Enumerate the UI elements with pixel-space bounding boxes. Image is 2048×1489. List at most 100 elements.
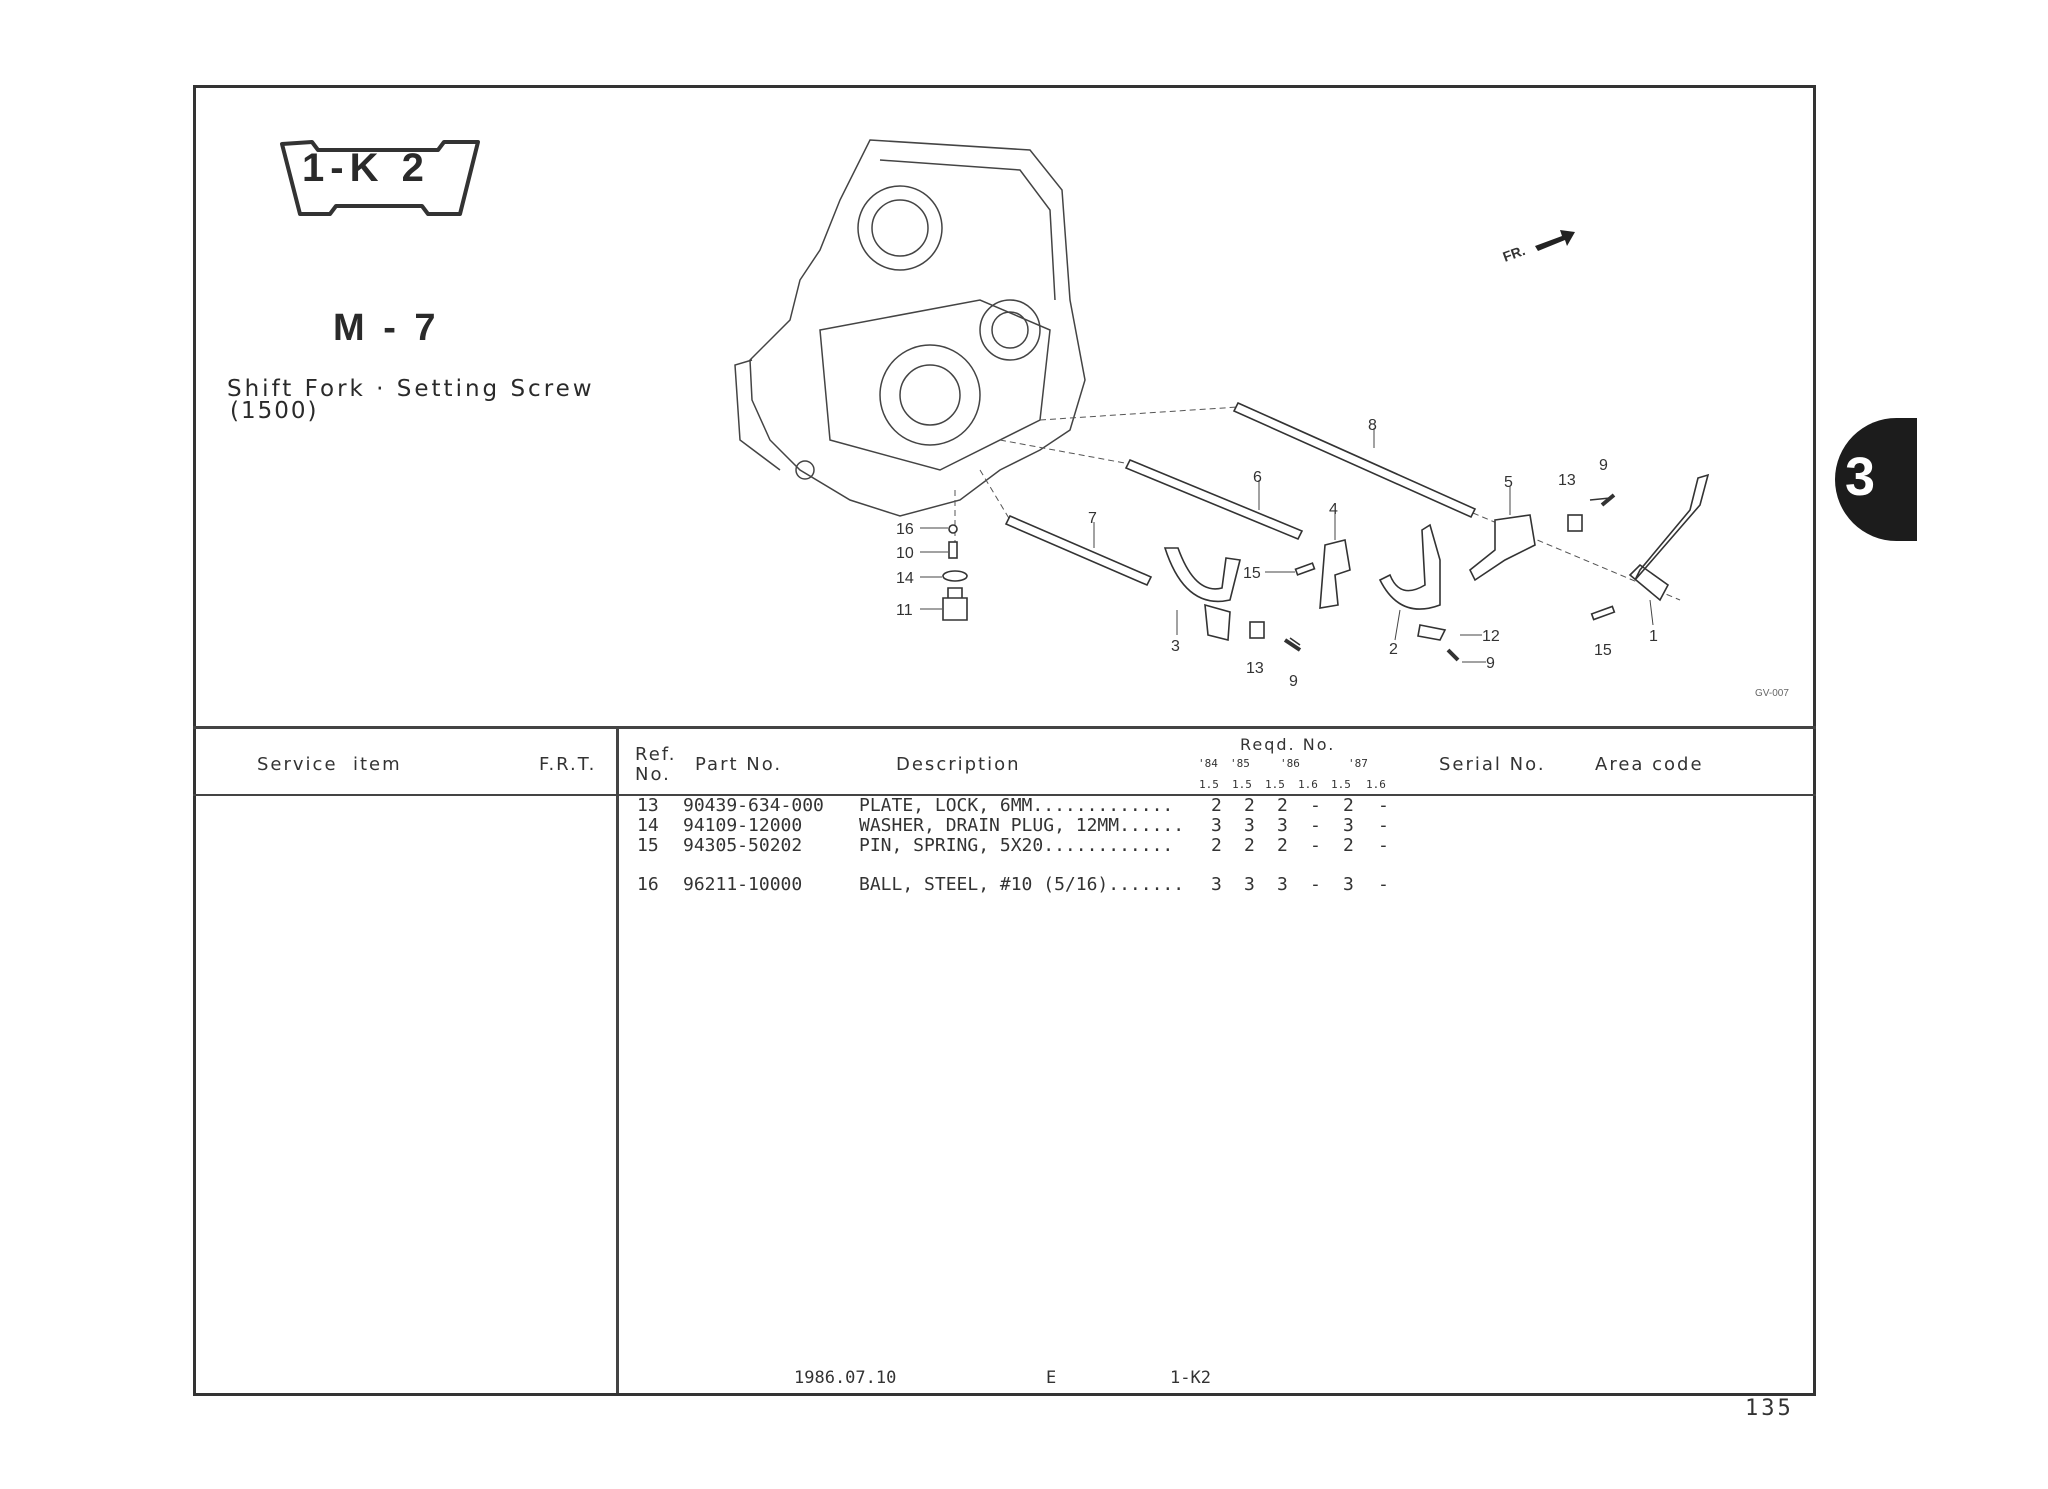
callout-14: 14 <box>896 570 914 587</box>
lock-plate-12 <box>1417 624 1447 641</box>
col-year-86: '86 <box>1280 757 1300 770</box>
row-qty: - <box>1378 874 1389 895</box>
row-qty: - <box>1378 835 1389 856</box>
callout-9: 9 <box>1599 457 1608 474</box>
shift-fork-2 <box>1378 523 1441 610</box>
callout-9c: 9 <box>1486 655 1495 672</box>
row-part-no: 94109-12000 <box>683 815 803 836</box>
row-qty: 2 <box>1211 835 1222 856</box>
steel-ball-16 <box>948 524 958 534</box>
row-qty: - <box>1310 815 1321 836</box>
row-qty: 3 <box>1343 815 1354 836</box>
row-part-no: 96211-10000 <box>683 874 803 895</box>
page-title: Shift Fork · Setting Screw <box>227 376 595 402</box>
drain-plug-11 <box>942 587 968 621</box>
spring-pin-15b <box>1590 605 1616 621</box>
row-qty: - <box>1310 795 1321 816</box>
col-engine-2: 1.5 <box>1265 778 1285 791</box>
front-arrow-icon <box>1535 230 1575 251</box>
col-engine-1: 1.5 <box>1232 778 1252 791</box>
page-frame <box>193 85 1816 1396</box>
shift-shaft-8 <box>1232 401 1477 519</box>
shift-fork-3 <box>1163 547 1241 642</box>
col-serial-no: Serial No. <box>1439 754 1546 775</box>
row-qty: 3 <box>1211 815 1222 836</box>
shift-fork-1 <box>1628 473 1710 602</box>
row-qty: - <box>1310 874 1321 895</box>
diagram-divider <box>193 726 1816 729</box>
section-badge <box>280 140 480 216</box>
row-qty: 2 <box>1343 795 1354 816</box>
col-ref-no-line1: Ref. <box>635 744 677 765</box>
row-qty: 3 <box>1244 815 1255 836</box>
row-qty: - <box>1310 835 1321 856</box>
col-area-code: Area code <box>1595 754 1704 775</box>
shift-shafts <box>1004 401 1477 587</box>
row-qty: - <box>1378 815 1389 836</box>
callout-2: 2 <box>1389 641 1398 658</box>
row-description: PIN, SPRING, 5X20............ <box>859 835 1174 856</box>
shift-piece-5 <box>1468 514 1536 582</box>
col-engine-3: 1.6 <box>1298 778 1318 791</box>
section-badge-label: 1-K 2 <box>302 146 430 190</box>
callout-9b: 9 <box>1289 673 1298 690</box>
row-ref-no: 16 <box>637 874 659 895</box>
callout-12: 12 <box>1482 628 1500 645</box>
spring-10 <box>948 541 958 559</box>
callout-3: 3 <box>1171 638 1180 655</box>
shift-shaft-7 <box>1004 514 1153 587</box>
col-part-no: Part No. <box>695 754 783 775</box>
callout-10: 10 <box>896 545 914 562</box>
callout-4: 4 <box>1329 501 1338 518</box>
row-qty: 3 <box>1343 874 1354 895</box>
col-engine-4: 1.5 <box>1331 778 1351 791</box>
row-qty: 2 <box>1277 835 1288 856</box>
callout-13: 13 <box>1558 472 1576 489</box>
spring-pin-15 <box>1294 562 1316 576</box>
callout-16: 16 <box>896 521 914 538</box>
shift-shaft-6 <box>1124 458 1304 541</box>
row-qty: 2 <box>1211 795 1222 816</box>
footer-lang: E <box>1046 1368 1057 1388</box>
row-qty: 3 <box>1244 874 1255 895</box>
crankcase-drawing <box>734 139 1086 517</box>
lock-plate-13 <box>1249 621 1265 639</box>
row-qty: 2 <box>1277 795 1288 816</box>
page-subtitle: (1500) <box>230 398 319 424</box>
col-year-85: '85 <box>1230 757 1250 770</box>
row-ref-no: 15 <box>637 835 659 856</box>
row-qty: 2 <box>1244 835 1255 856</box>
row-qty: - <box>1378 795 1389 816</box>
col-description: Description <box>896 754 1021 775</box>
footer-date: 1986.07.10 <box>794 1368 897 1388</box>
col-ref-no-line2: No. <box>635 764 671 785</box>
shift-forks <box>942 473 1710 662</box>
row-qty: 3 <box>1277 874 1288 895</box>
col-engine-0: 1.5 <box>1199 778 1219 791</box>
row-part-no: 90439-634-000 <box>683 795 824 816</box>
col-year-87: '87 <box>1348 757 1368 770</box>
row-description: PLATE, LOCK, 6MM............. <box>859 795 1174 816</box>
callout-labels: 8 6 4 5 13 9 7 16 10 14 11 15 3 13 9 2 1… <box>896 230 1789 699</box>
drawing-code: GV-007 <box>1755 688 1789 699</box>
callout-7: 7 <box>1088 510 1097 527</box>
row-part-no: 94305-50202 <box>683 835 803 856</box>
callout-5: 5 <box>1504 474 1513 491</box>
col-engine-5: 1.6 <box>1366 778 1386 791</box>
callout-11: 11 <box>896 602 913 619</box>
page-number: 135 <box>1745 1396 1794 1421</box>
washer-14 <box>942 570 968 582</box>
callout-8: 8 <box>1368 417 1377 434</box>
table-header-divider <box>193 794 1816 796</box>
callout-1: 1 <box>1649 628 1658 645</box>
col-frt: F.R.T. <box>539 754 597 775</box>
exploded-parts-diagram: 8 6 4 5 13 9 7 16 10 14 11 15 3 13 9 2 1… <box>734 139 1789 699</box>
lock-plate-13b <box>1567 514 1583 532</box>
callout-13b: 13 <box>1246 660 1264 677</box>
service-column-divider <box>616 728 619 1393</box>
row-qty: 2 <box>1343 835 1354 856</box>
callout-6: 6 <box>1253 469 1262 486</box>
row-qty: 3 <box>1211 874 1222 895</box>
chapter-tab-label: 3 <box>1845 447 1876 507</box>
callout-15b: 15 <box>1594 642 1612 659</box>
